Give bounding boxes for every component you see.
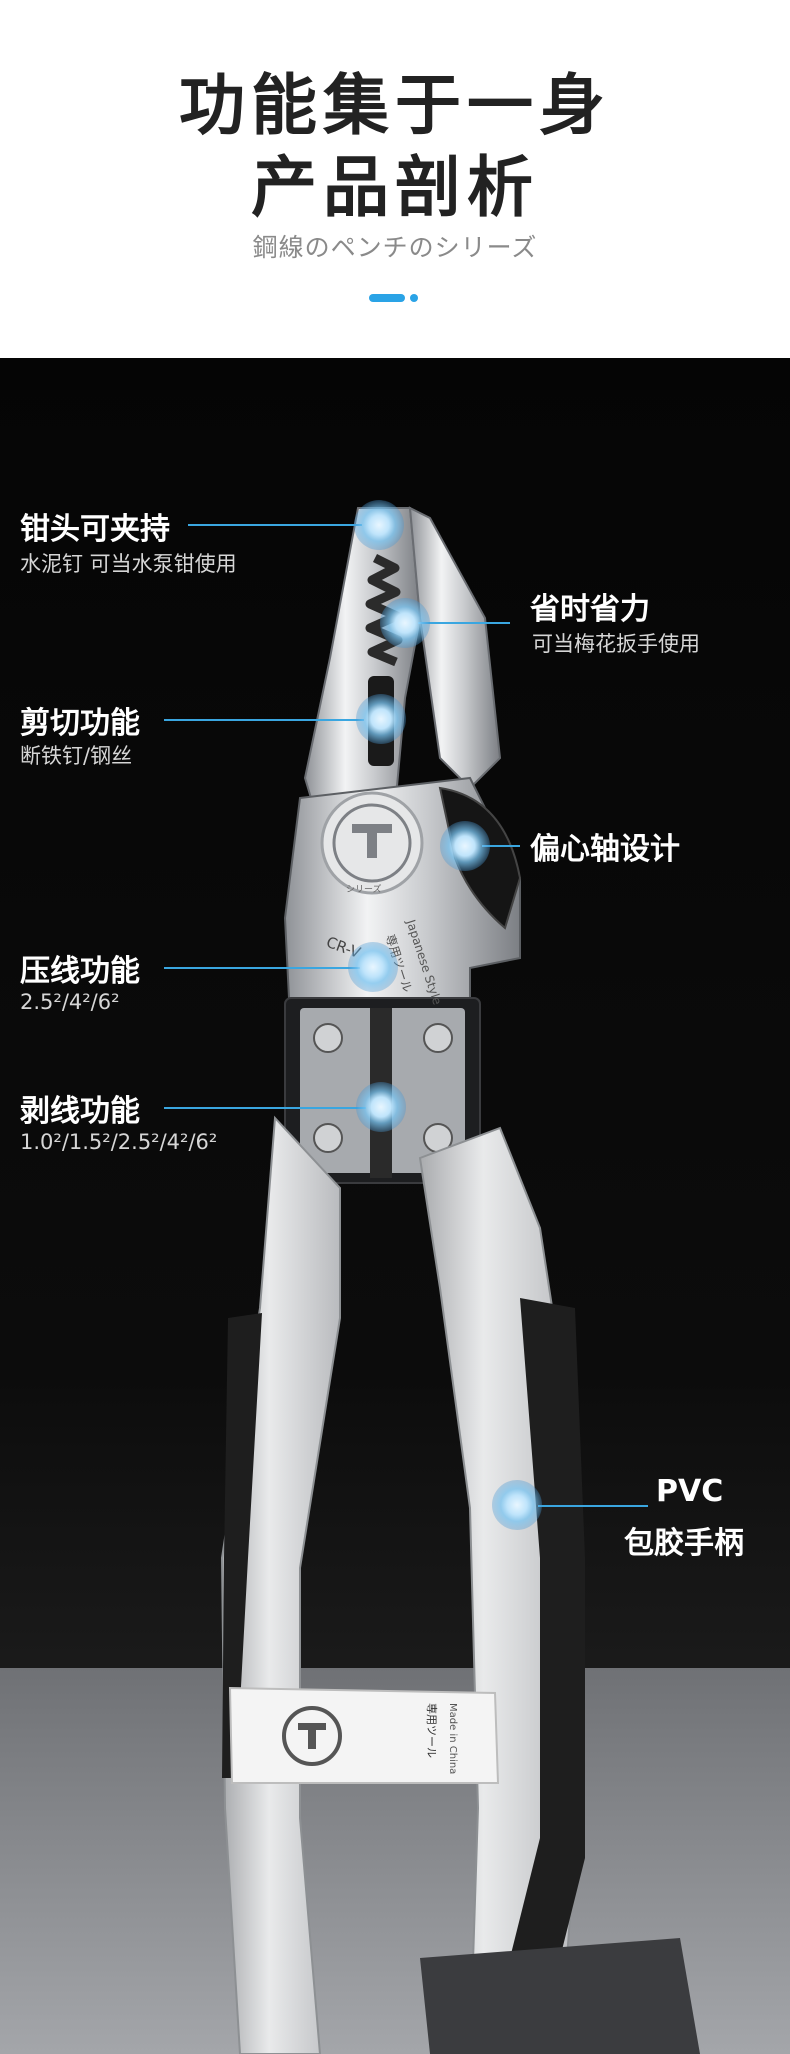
page-title-line-2: 产品剖析 [251,149,539,226]
callout-stripping-line [164,1107,366,1109]
right-handle-grip-shape [500,1298,585,1998]
screw-bottom-left-shape [313,1123,343,1153]
left-jaw-shape [303,507,422,830]
callout-jaw-grip-title: 钳头可夹持 [20,512,170,547]
band-text-2: Made in China [447,1703,458,1775]
callout-jaw-grip-line [188,524,362,526]
callout-crimping-hotspot[interactable] [348,942,398,992]
callout-eccentric-axis-hotspot[interactable] [440,821,490,871]
callout-jaw-grip-hotspot[interactable] [354,500,404,550]
callout-cutting-desc: 断铁钉/钢丝 [20,744,133,768]
logo-text: シリーズ [346,885,382,895]
callout-handle-title-2: 包胶手柄 [624,1526,744,1561]
page-subtitle: 鋼線のペンチのシリーズ [252,233,538,262]
product-stage: シリーズ 専用ツール Japanese Style CR-V 専用ツール Mad… [0,358,790,2054]
callout-crimping-line [164,967,360,969]
callout-handle-line [538,1505,648,1507]
callout-stripping-hotspot[interactable] [356,1082,406,1132]
logo-mark-stem-shape [367,824,377,858]
callout-save-effort-hotspot[interactable] [380,598,430,648]
callout-cutting-title: 剪切功能 [20,706,140,741]
callout-crimping-title: 压线功能 [20,954,140,989]
callout-cutting-hotspot[interactable] [356,694,406,744]
callout-crimping-desc: 2.5²/4²/6² [20,990,120,1014]
callout-stripping-title: 剥线功能 [20,1094,140,1129]
right-jaw-shape [408,506,502,790]
callout-eccentric-axis-title: 偏心轴设计 [530,832,680,867]
callout-save-effort-desc: 可当梅花扳手使用 [532,632,700,656]
page-title-line-1: 功能集于一身 [179,67,611,144]
callout-jaw-grip-desc: 水泥钉 可当水泵钳使用 [20,552,237,576]
accent-dot [410,294,418,302]
band-logo-stem-shape [308,1723,316,1749]
page-header: 功能集于一身 产品剖析 鋼線のペンチのシリーズ [0,0,790,358]
callout-handle-hotspot[interactable] [492,1480,542,1530]
band-text-1: 専用ツール [425,1703,438,1758]
logo-ring-shape [332,803,412,883]
left-handle-grip-shape [222,1313,262,1778]
accent-bar [369,294,405,302]
background-tool-shape [420,1938,700,2054]
callout-cutting-line [164,719,364,721]
callout-stripping-desc: 1.0²/1.5²/2.5²/4²/6² [20,1130,218,1154]
callout-save-effort-title: 省时省力 [530,592,650,627]
screw-top-left-shape [313,1023,343,1053]
callout-save-effort-line [418,622,510,624]
callout-handle-title-1: PVC [656,1474,724,1509]
callout-eccentric-axis-line [482,845,520,847]
screw-top-right-shape [423,1023,453,1053]
band-logo-ring-shape [282,1706,342,1766]
